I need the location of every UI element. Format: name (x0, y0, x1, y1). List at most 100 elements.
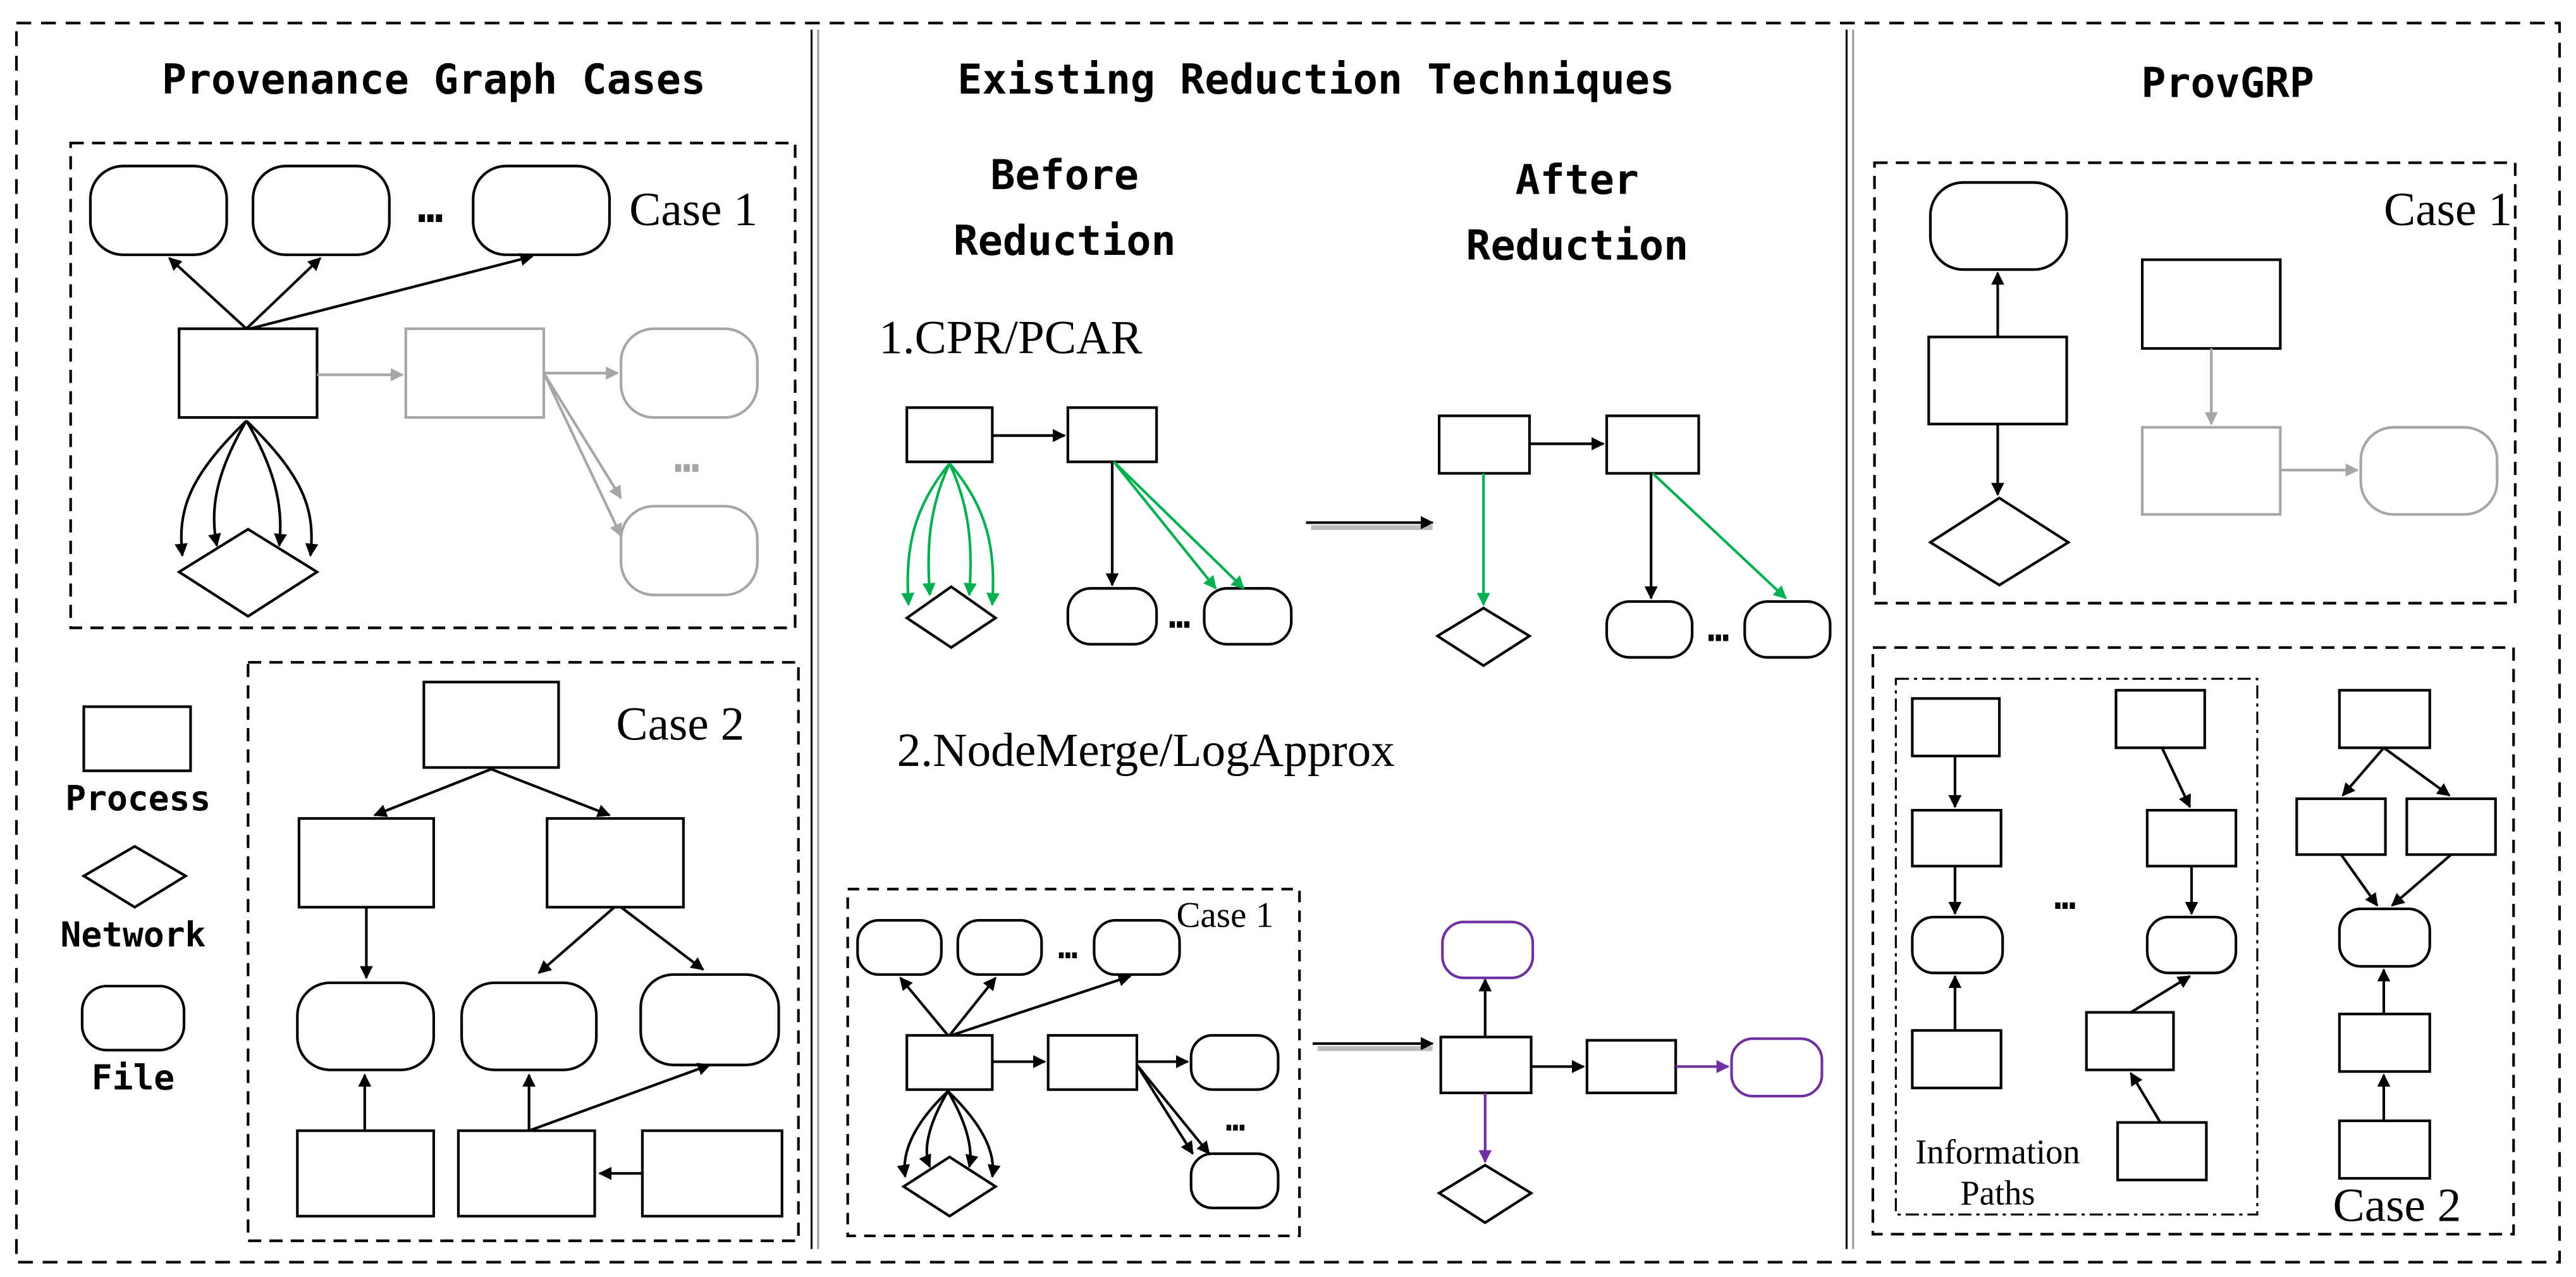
left-case1 (69, 142, 797, 629)
process-node (297, 817, 436, 909)
process-node (2295, 797, 2387, 856)
edge (543, 372, 622, 500)
information-paths-label-line1: Information (1915, 1133, 2080, 1171)
left-panel-title: Provenance Graph Cases (162, 56, 706, 104)
process-node (404, 327, 546, 419)
middle-panel-title: Existing Reduction Techniques (957, 56, 1674, 104)
file-node (1605, 600, 1694, 659)
file-node (460, 981, 598, 1071)
file-node (1093, 919, 1181, 976)
edge (249, 252, 534, 330)
process-node (1437, 414, 1531, 475)
file-node (2145, 915, 2238, 975)
process-node (2085, 1011, 2175, 1071)
process-node (2338, 1013, 2431, 1073)
process-node (2145, 808, 2238, 868)
left-case2-box (247, 661, 800, 1242)
file-node (1066, 587, 1158, 646)
edge (620, 906, 704, 971)
edge (543, 372, 623, 537)
process-node (2338, 689, 2431, 750)
ellipsis: … (1708, 608, 1729, 650)
edge (950, 973, 1132, 1037)
process-node (457, 1129, 596, 1218)
edge (175, 419, 248, 557)
edge (901, 462, 951, 607)
edge (1652, 472, 1787, 600)
process-node (1911, 697, 2001, 758)
edge (528, 1063, 711, 1132)
process-node (2338, 1119, 2431, 1180)
process-node (2405, 797, 2497, 856)
network-node (1435, 607, 1532, 667)
process-node (1605, 414, 1700, 475)
after-reduction-line1: After (1516, 157, 1639, 204)
network-node (904, 585, 998, 650)
process-node (905, 406, 994, 464)
nodemerge-after-merged (1441, 920, 1824, 1164)
edge (948, 462, 1000, 607)
nodemerge-before (846, 887, 1301, 1238)
outer-frame (15, 22, 2561, 1264)
ellipsis: … (1058, 928, 1077, 966)
technique-nodemerge-label: 2.NodeMerge/LogApprox (897, 724, 1395, 777)
edge (537, 906, 616, 974)
edge (168, 257, 248, 330)
ellipsis: … (1168, 595, 1190, 637)
edge (245, 420, 287, 547)
process-node (1911, 1029, 2003, 1090)
edge (208, 420, 248, 547)
file-node (2338, 907, 2431, 968)
edge (491, 768, 611, 817)
process-node (641, 1129, 783, 1218)
edge (919, 1090, 949, 1168)
file-node (472, 164, 611, 256)
edge (948, 977, 997, 1037)
edge (947, 1090, 1001, 1178)
file-node (1743, 600, 1832, 659)
right-case2-label: Case 2 (2333, 1180, 2461, 1232)
edge (1136, 1064, 1210, 1155)
process-node (1066, 406, 1158, 464)
ellipsis-faded: … (674, 432, 700, 482)
process-node (905, 1033, 994, 1091)
right-case1-label: Case 1 (2384, 183, 2512, 236)
file-node (620, 505, 759, 596)
before-reduction-line1: Before (990, 152, 1139, 199)
right-case1-box (1873, 161, 2517, 605)
network-node (1437, 1163, 1534, 1225)
process-node (2114, 689, 2206, 750)
legend-process-label: Process (65, 778, 211, 818)
file-node (1203, 587, 1293, 646)
process-node (1585, 1039, 1677, 1094)
process-node (2140, 426, 2282, 516)
technique-cpr-label: 1.CPR/PCAR (879, 312, 1143, 364)
process-node (178, 327, 319, 419)
process-node (422, 681, 560, 769)
edge (899, 977, 949, 1037)
file-node (89, 164, 228, 256)
edge (1136, 1064, 1194, 1155)
file-node (620, 327, 759, 419)
cpr-after-kept (1476, 472, 1787, 607)
information-paths-box (1894, 677, 2259, 1216)
edge (373, 768, 492, 817)
edge (947, 1090, 979, 1168)
file-node (252, 164, 391, 256)
process-node (2116, 1121, 2208, 1181)
network-node (901, 1155, 998, 1218)
middle-case1-box (846, 887, 1301, 1238)
process-node (2140, 258, 2282, 350)
process-node (296, 1129, 436, 1218)
edge (245, 257, 322, 330)
file-node (856, 919, 943, 976)
edge (2130, 975, 2192, 1014)
file-node (1911, 915, 2004, 975)
legend-network-shape (81, 844, 188, 909)
ellipsis: … (2054, 876, 2076, 918)
edge (2161, 747, 2192, 808)
edge (245, 419, 319, 557)
information-paths-label-line2: Paths (1960, 1174, 2035, 1212)
right-case2-box (1871, 646, 2515, 1236)
